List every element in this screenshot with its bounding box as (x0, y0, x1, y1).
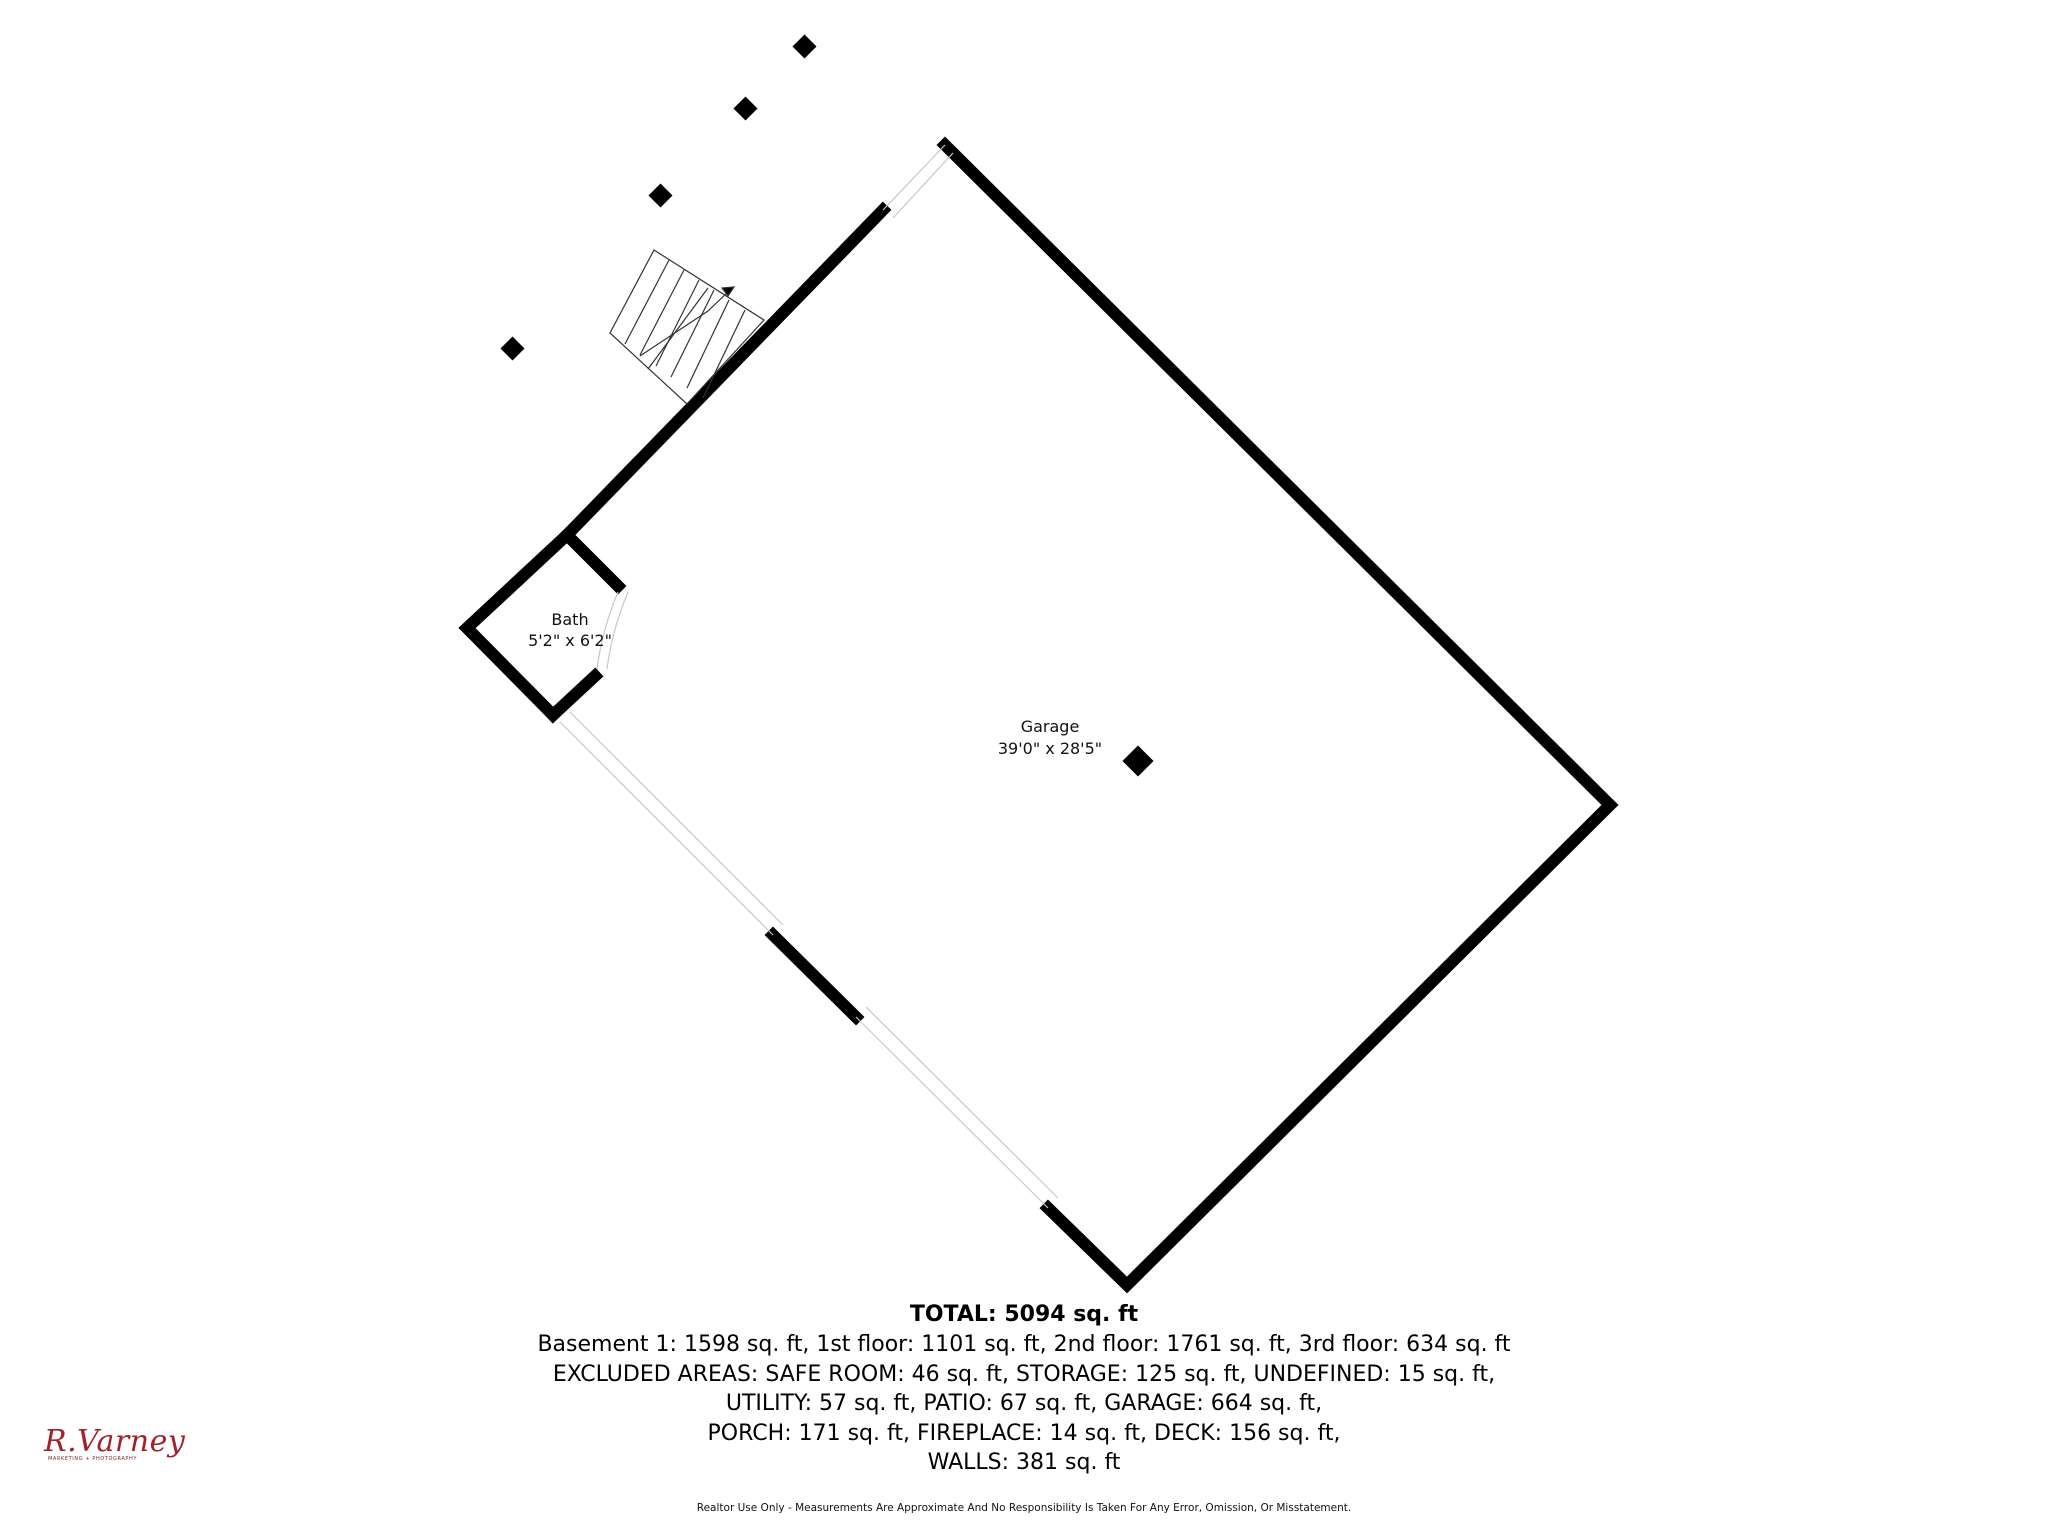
bath-walls (458, 526, 576, 724)
area-summary: TOTAL: 5094 sq. ft Basement 1: 1598 sq. … (0, 1300, 2048, 1478)
north-door-opening-a (882, 144, 946, 211)
room-name-bath: Bath (551, 610, 588, 629)
post-marker (648, 183, 673, 208)
area-line: WALLS: 381 sq. ft (927, 1450, 1121, 1476)
garage-east-walls (936, 136, 1619, 1294)
room-name-garage: Garage (1021, 717, 1080, 736)
area-line: UTILITY: 57 sq. ft, PATIO: 67 sq. ft, GA… (725, 1391, 1323, 1417)
room-labels: Garage 39'0" x 28'5" Bath 5'2" x 6'2" (528, 610, 1102, 758)
garage-walls (458, 136, 1619, 1294)
logo-name: R.Varney (44, 1424, 186, 1459)
north-door-opening-b (892, 152, 954, 219)
column-marker (1122, 745, 1154, 777)
area-line: Basement 1: 1598 sq. ft, 1st floor: 1101… (537, 1332, 1511, 1357)
post-marker (500, 336, 525, 361)
openings (559, 144, 1059, 1209)
posts (500, 34, 1154, 777)
disclaimer: Realtor Use Only - Measurements Are Appr… (696, 1502, 1352, 1514)
total-area: TOTAL: 5094 sq. ft (909, 1302, 1139, 1327)
garage-southwest-wall (764, 926, 865, 1026)
post-marker (733, 96, 758, 121)
post-marker (792, 34, 817, 59)
stairs (609, 249, 765, 405)
area-line: EXCLUDED AREAS: SAFE ROOM: 46 sq. ft, ST… (552, 1361, 1496, 1387)
logo-tagline: MARKETING + PHOTOGRAPHY (48, 1456, 138, 1462)
garage-door-opening-d (865, 1006, 1059, 1199)
garage-door-opening-b (569, 711, 784, 926)
garage-door-opening-a (559, 721, 774, 936)
bath-door-opening (596, 591, 619, 670)
bath-inner-wall-top (558, 526, 627, 595)
room-dims-bath: 5'2" x 6'2" (528, 631, 612, 650)
garage-north-wall (558, 201, 892, 544)
garage-door-opening-c (855, 1016, 1049, 1209)
bath-inner-wall-bottom (544, 667, 604, 724)
stairs-arrow-head (720, 286, 736, 298)
room-dims-garage: 39'0" x 28'5" (998, 739, 1102, 758)
area-line: PORCH: 171 sq. ft, FIREPLACE: 14 sq. ft,… (707, 1420, 1341, 1446)
stairs-divider (647, 287, 709, 370)
company-logo: R.Varney MARKETING + PHOTOGRAPHY (44, 1424, 186, 1476)
bath-door-opening-b (606, 591, 629, 670)
stairs-arrow-path (639, 289, 731, 357)
